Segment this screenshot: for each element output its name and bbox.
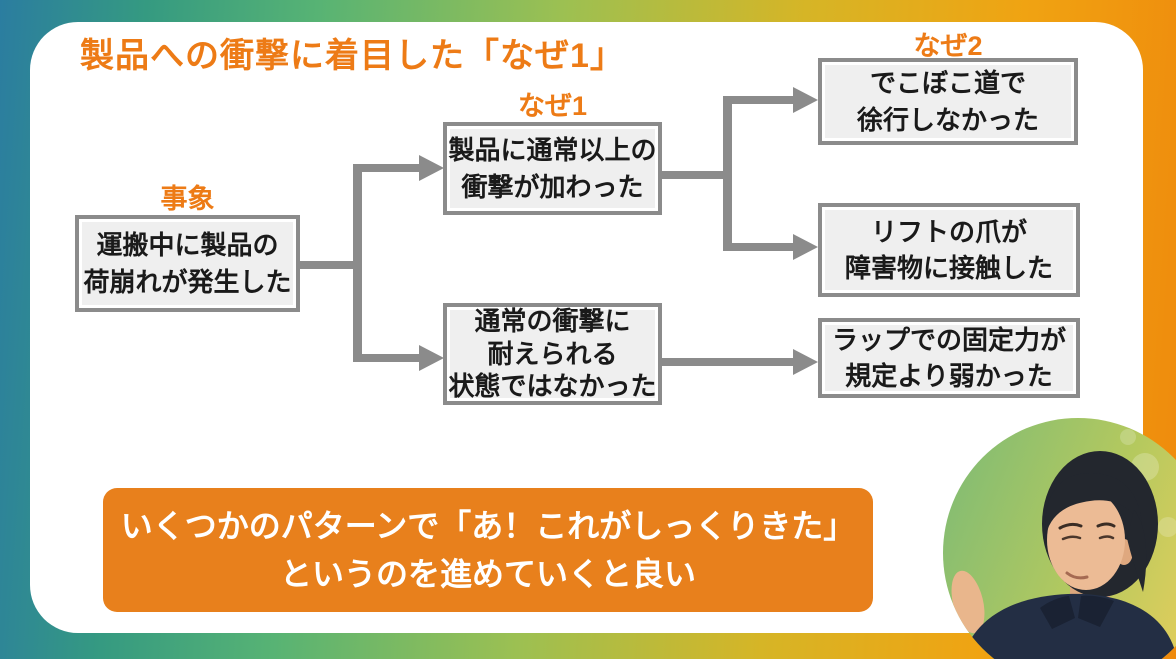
connector-event-branch (353, 164, 362, 362)
slide-title: 製品への衝撃に着目した「なぜ1」 (80, 37, 625, 75)
connector-why1-branch (723, 96, 732, 251)
node-why1-2: 通常の衝撃に 耐えられる 状態ではなかった (443, 303, 662, 405)
arrowhead-why1-1-icon (419, 155, 444, 181)
node-why2-3: ラップでの固定力が 規定より弱かった (818, 318, 1080, 398)
label-why1: なぜ1 (517, 91, 588, 121)
connector-arrow-why2-2-line (723, 243, 794, 251)
connector-why1-stub (662, 171, 731, 179)
label-why2: なぜ2 (913, 31, 983, 61)
arrowhead-why2-2-icon (793, 234, 818, 260)
label-event: 事象 (160, 184, 215, 214)
node-why2-2: リフトの爪が 障害物に接触した (818, 203, 1080, 297)
connector-arrow-why2-1-line (723, 96, 794, 104)
arrowhead-why2-3-icon (793, 349, 818, 375)
node-why2-1: でこぼこ道で 徐行しなかった (818, 58, 1078, 145)
presenter-photo (940, 412, 1176, 659)
node-why1-1: 製品に通常以上の 衝撃が加わった (443, 122, 662, 215)
arrowhead-why1-2-icon (419, 345, 444, 371)
connector-arrow-why2-3-line (662, 358, 795, 366)
node-event: 運搬中に製品の 荷崩れが発生した (75, 215, 300, 312)
arrowhead-why2-1-icon (793, 87, 818, 113)
connector-arrow-why1-2-line (353, 354, 421, 362)
connector-arrow-why1-1-line (353, 164, 421, 172)
caption-banner: いくつかのパターンで「あ！これがしっくりきた」 というのを進めていくと良い (103, 488, 873, 612)
connector-event-stub (300, 261, 361, 269)
presenter-avatar (943, 418, 1176, 659)
